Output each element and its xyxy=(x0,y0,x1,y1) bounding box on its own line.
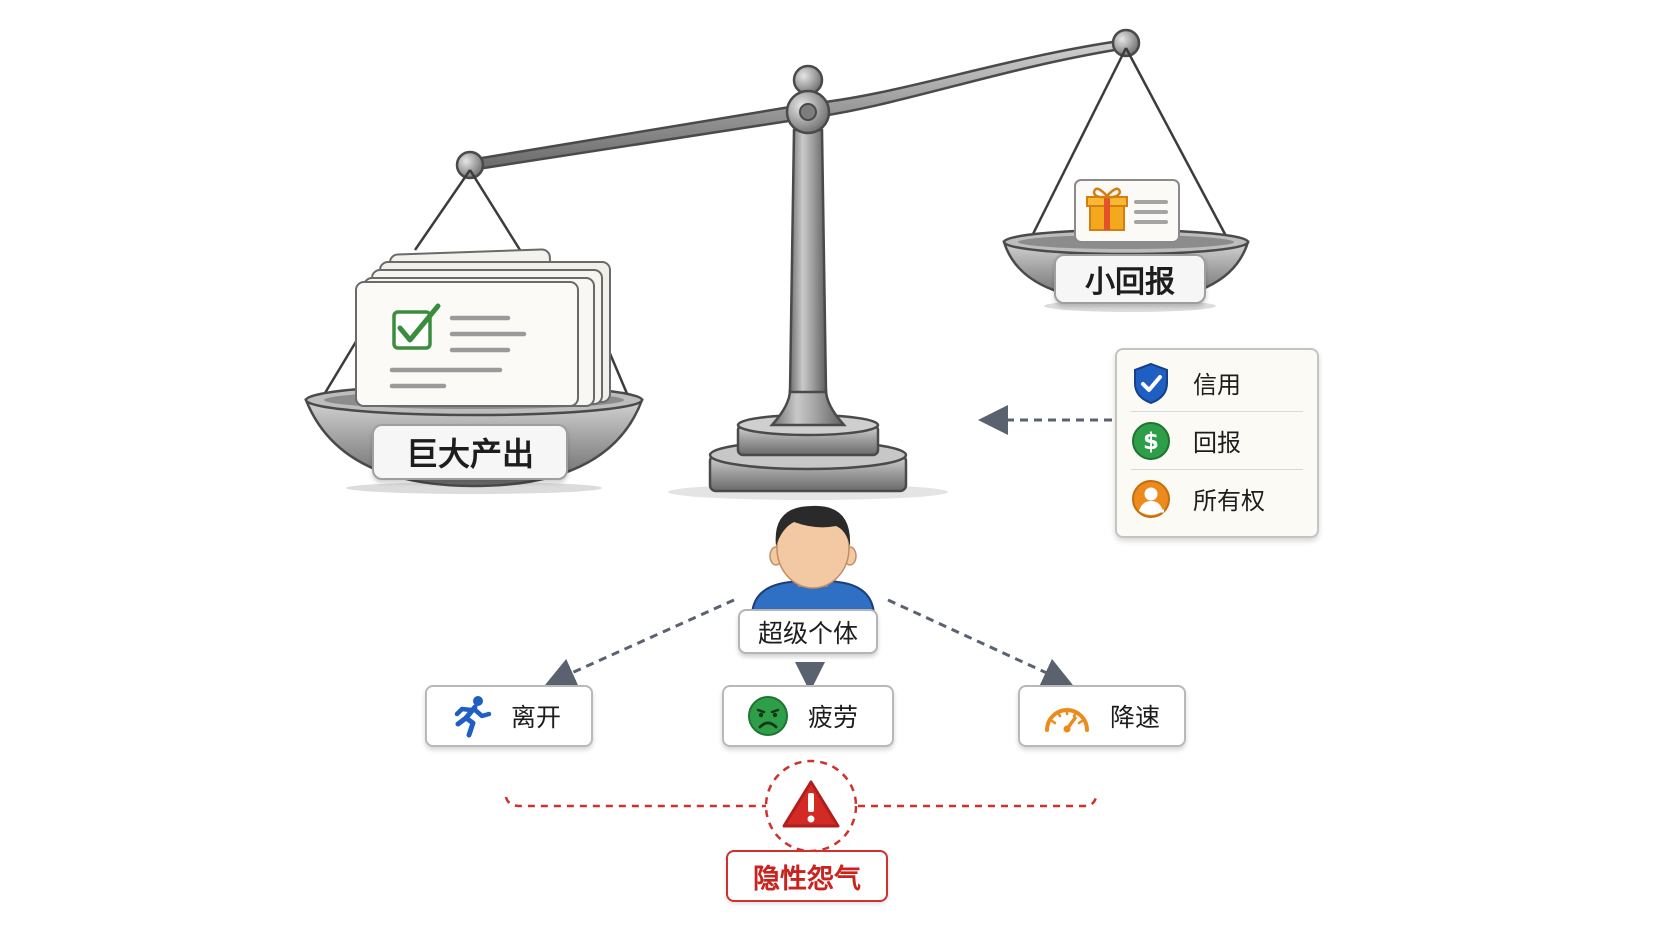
speedometer-icon xyxy=(1042,696,1092,736)
right-pan-label: 小回报 xyxy=(1054,254,1206,304)
right-pan-chains xyxy=(1030,47,1228,237)
gift-card xyxy=(1074,179,1180,243)
legend-item-reward: $ 回报 xyxy=(1131,412,1303,470)
svg-text:$: $ xyxy=(1143,429,1159,455)
legend-item-ownership: 所有权 xyxy=(1131,470,1303,527)
outcome-label: 离开 xyxy=(511,703,562,732)
arrow-to-slowdown xyxy=(887,598,1073,687)
legend-item-credit: 信用 xyxy=(1131,354,1303,412)
outcome-leave: 离开 xyxy=(425,685,593,747)
arrow-to-leave xyxy=(545,598,735,687)
document-stack xyxy=(355,248,611,407)
sad-face-icon xyxy=(746,694,790,738)
running-person-icon xyxy=(449,694,493,738)
check-box-icon xyxy=(392,303,441,350)
outcome-slowdown: 降速 xyxy=(1018,685,1186,747)
legend-label: 所有权 xyxy=(1193,487,1265,515)
warning-triangle-icon xyxy=(782,780,840,828)
person-label: 超级个体 xyxy=(738,609,878,654)
legend-label: 信用 xyxy=(1193,371,1241,399)
person-badge-icon xyxy=(1131,479,1171,519)
shield-check-icon xyxy=(1131,361,1171,405)
gift-icon xyxy=(1086,187,1128,231)
warning-label: 隐性怨气 xyxy=(726,850,888,902)
right-beam-end xyxy=(1111,28,1141,58)
outcome-fatigue: 疲劳 xyxy=(722,685,894,747)
factor-legend: 信用 $ 回报 所有权 xyxy=(1115,348,1319,538)
legend-label: 回报 xyxy=(1193,429,1241,457)
warning-dashed-line xyxy=(504,796,1098,808)
left-beam-end xyxy=(455,150,485,180)
scale-base xyxy=(708,388,908,493)
scale-pillar xyxy=(788,128,828,394)
dollar-coin-icon: $ xyxy=(1131,421,1171,461)
outcome-label: 降速 xyxy=(1110,703,1161,732)
left-pan-label: 巨大产出 xyxy=(372,424,568,480)
person-icon xyxy=(750,505,876,615)
outcome-label: 疲劳 xyxy=(808,703,859,732)
